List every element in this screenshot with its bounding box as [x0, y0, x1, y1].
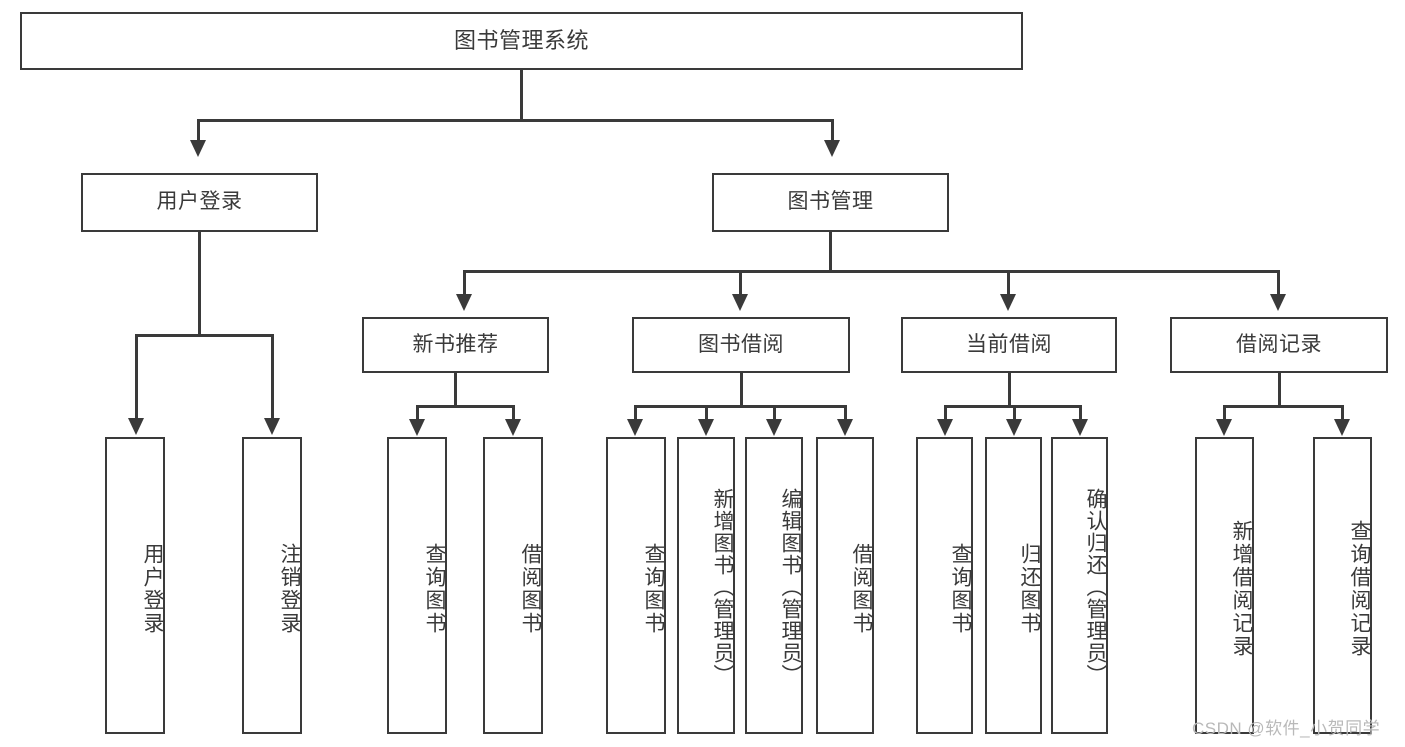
connector-root-bus — [197, 119, 833, 122]
node-leaf-user-logout[interactable]: 注销登录 — [242, 437, 302, 734]
connector-bb-stem — [740, 373, 743, 407]
connector-root-to-book-manage — [831, 119, 834, 143]
connector-nbr-stem — [454, 373, 457, 407]
connector-cb-c3 — [1079, 405, 1082, 421]
node-borrow-record[interactable]: 借阅记录 — [1170, 317, 1388, 373]
connector-root-to-user-login — [197, 119, 200, 143]
connector-user-login-right — [271, 334, 274, 420]
node-leaf-add-borrow-record[interactable]: 新增借阅记录 — [1195, 437, 1254, 734]
connector-bb-c4 — [844, 405, 847, 421]
connector-nbr-left — [416, 405, 419, 421]
connector-book-manage-bus — [463, 270, 1279, 273]
arrow-bm-to-new-book — [456, 294, 472, 311]
arrow-br-to-add-record — [1216, 419, 1232, 436]
connector-bm-to-book-borrow — [739, 270, 742, 297]
node-book-manage[interactable]: 图书管理 — [712, 173, 949, 232]
node-leaf-borrow-book-recommend[interactable]: 借阅图书 — [483, 437, 543, 734]
arrow-nbr-to-borrow-book — [505, 419, 521, 436]
connector-br-stem — [1278, 373, 1281, 407]
arrow-nbr-to-query-book — [409, 419, 425, 436]
node-leaf-query-borrow-record[interactable]: 查询借阅记录 — [1313, 437, 1372, 734]
arrow-br-to-query-record — [1334, 419, 1350, 436]
arrow-cb-to-return-book — [1006, 419, 1022, 436]
arrow-bb-to-add-book — [698, 419, 714, 436]
connector-cb-c2 — [1013, 405, 1016, 421]
arrow-bb-to-borrow-book — [837, 419, 853, 436]
connector-cb-stem — [1008, 373, 1011, 407]
node-leaf-query-book-current[interactable]: 查询图书 — [916, 437, 973, 734]
arrow-user-login-to-leaf-logout — [264, 418, 280, 435]
connector-bm-to-new-book — [463, 270, 466, 297]
node-root-system[interactable]: 图书管理系统 — [20, 12, 1023, 70]
arrow-root-to-book-manage — [824, 140, 840, 157]
node-leaf-borrow-book-borrow[interactable]: 借阅图书 — [816, 437, 874, 734]
connector-bm-to-borrow-record — [1277, 270, 1280, 297]
connector-bm-to-current-borrow — [1007, 270, 1010, 297]
node-leaf-return-book[interactable]: 归还图书 — [985, 437, 1042, 734]
connector-bb-c2 — [705, 405, 708, 421]
connector-bb-c1 — [634, 405, 637, 421]
node-leaf-add-book[interactable]: 新增图书（管理员） — [677, 437, 735, 734]
connector-cb-c1 — [944, 405, 947, 421]
connector-br-bus — [1223, 405, 1343, 408]
node-leaf-query-book-recommend[interactable]: 查询图书 — [387, 437, 447, 734]
node-user-login[interactable]: 用户登录 — [81, 173, 318, 232]
node-leaf-edit-book[interactable]: 编辑图书（管理员） — [745, 437, 803, 734]
arrow-bm-to-book-borrow — [732, 294, 748, 311]
connector-bb-c3 — [773, 405, 776, 421]
arrow-bb-to-query-book — [627, 419, 643, 436]
node-new-book-recommend[interactable]: 新书推荐 — [362, 317, 549, 373]
arrow-bm-to-current-borrow — [1000, 294, 1016, 311]
connector-br-left — [1223, 405, 1226, 421]
connector-nbr-right — [512, 405, 515, 421]
arrow-cb-to-query-book — [937, 419, 953, 436]
arrow-root-to-user-login — [190, 140, 206, 157]
arrow-bm-to-borrow-record — [1270, 294, 1286, 311]
node-leaf-confirm-return[interactable]: 确认归还（管理员） — [1051, 437, 1108, 734]
arrow-bb-to-edit-book — [766, 419, 782, 436]
connector-bb-bus — [634, 405, 846, 408]
connector-book-manage-stem — [829, 232, 832, 272]
connector-br-right — [1341, 405, 1344, 421]
node-leaf-query-book-borrow[interactable]: 查询图书 — [606, 437, 666, 734]
connector-cb-bus — [944, 405, 1081, 408]
connector-user-login-left — [135, 334, 138, 420]
node-leaf-user-login[interactable]: 用户登录 — [105, 437, 165, 734]
node-current-borrow[interactable]: 当前借阅 — [901, 317, 1117, 373]
node-book-borrow[interactable]: 图书借阅 — [632, 317, 850, 373]
connector-user-login-stem — [198, 232, 201, 336]
arrow-cb-to-confirm-return — [1072, 419, 1088, 436]
connector-user-login-bus — [135, 334, 273, 337]
connector-nbr-bus — [416, 405, 514, 408]
arrow-user-login-to-leaf-login — [128, 418, 144, 435]
connector-root-stem — [520, 70, 523, 120]
